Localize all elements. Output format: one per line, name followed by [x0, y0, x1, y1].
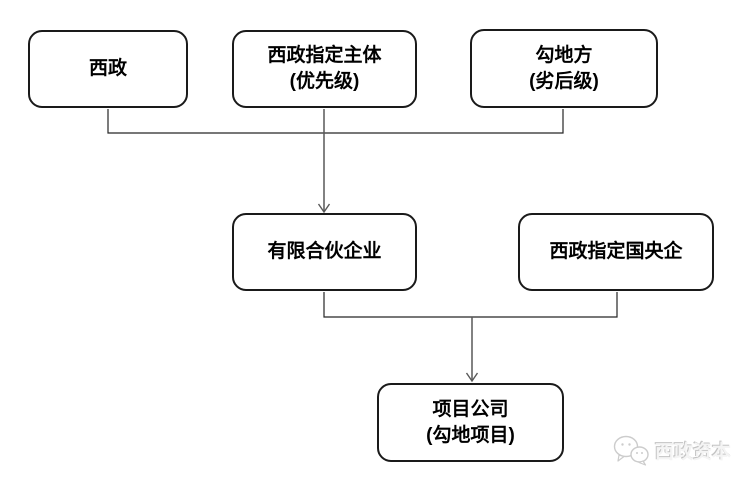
node-label: 有限合伙企业: [267, 241, 382, 263]
node-sublabel: (优先级): [289, 71, 360, 92]
wechat-bubbles-icon: [613, 435, 649, 466]
node-label: 勾地方: [535, 44, 593, 66]
node-label: 项目公司: [432, 398, 509, 420]
node-label: 西政指定主体: [267, 45, 382, 67]
node-xizheng: 西政: [28, 30, 188, 108]
arrowhead-limited-partnership: [317, 203, 331, 214]
arrowhead-project-company: [465, 372, 479, 383]
node-label: 西政指定国央企: [549, 241, 683, 263]
node-designated-entity: 西政指定主体 (优先级): [232, 30, 417, 108]
node-sublabel: (勾地项目): [426, 424, 515, 446]
node-project-company: 项目公司 (勾地项目): [377, 383, 564, 462]
node-designated-soe: 西政指定国央企: [518, 213, 714, 291]
watermark: 西政资本: [612, 434, 731, 466]
node-land-party: 勾地方 (劣后级): [470, 29, 658, 108]
watermark-text: 西政资本: [655, 441, 732, 463]
node-label: 西政: [88, 58, 127, 80]
node-sublabel: (劣后级): [529, 70, 599, 92]
node-limited-partnership: 有限合伙企业: [232, 213, 417, 291]
connector-top-elbow: [107, 109, 564, 134]
connector-bottom-elbow: [323, 292, 618, 318]
